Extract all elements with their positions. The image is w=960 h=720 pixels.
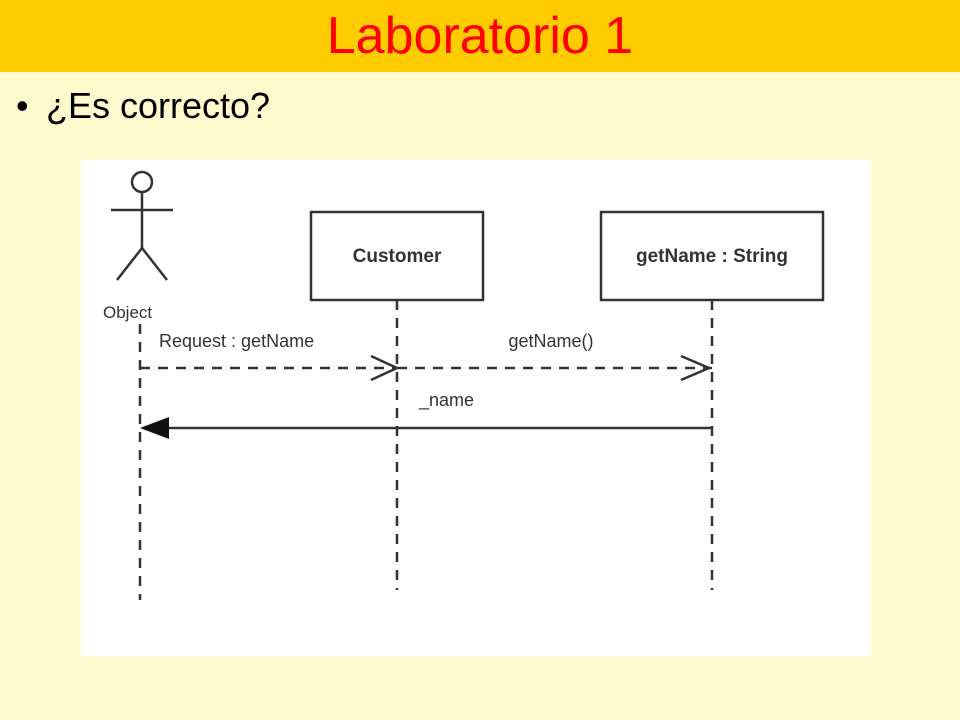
message-label-name-return: _name (418, 390, 474, 411)
lifeline-box-customer (309, 210, 485, 302)
filled-arrowhead-icon (140, 417, 169, 439)
sequence-diagram-canvas: Object Customer getName : String Request… (103, 170, 825, 600)
bullet-question: ¿Es correcto? (46, 85, 271, 126)
lifeline-label-getname-string: getName : String (636, 246, 788, 267)
message-label-getname-call: getName() (508, 331, 593, 351)
title-bar: Laboratorio 1 (0, 0, 960, 72)
sequence-diagram: Object Customer getName : String Request… (81, 160, 871, 656)
actor-icon (111, 170, 173, 281)
lifeline-label-customer: Customer (353, 246, 442, 267)
actor-label: Object (103, 303, 152, 322)
slide-title: Laboratorio 1 (326, 7, 634, 65)
open-arrowhead-icon (680, 354, 713, 382)
bullet-dot: • (16, 85, 29, 126)
bullet-item: • ¿Es correcto? (16, 82, 270, 130)
message-label-request: Request : getName (159, 331, 314, 351)
lifeline-box-getname-string (599, 210, 825, 302)
